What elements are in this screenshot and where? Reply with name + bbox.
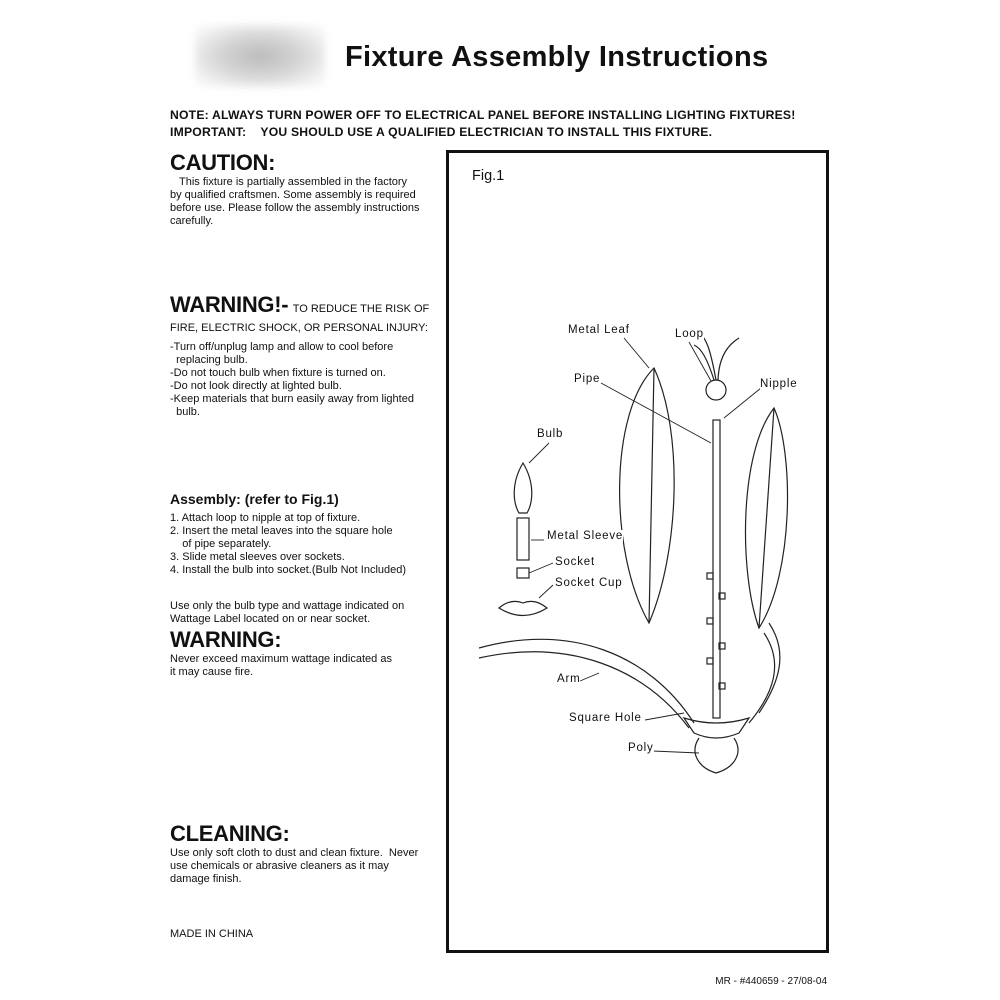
cleaning-section: CLEANING: Use only soft cloth to dust an… <box>170 821 442 886</box>
warning-section: WARNING!- TO REDUCE THE RISK OF FIRE, EL… <box>170 292 442 419</box>
label-pipe: Pipe <box>574 373 601 386</box>
warning-line: -Do not look directly at lighted bulb. <box>170 380 342 392</box>
right-leaf-drawing <box>744 406 789 630</box>
caution-section: CAUTION: This fixture is partially assem… <box>170 150 442 228</box>
left-leaf-drawing <box>619 366 675 625</box>
warning-line: bulb. <box>170 406 200 418</box>
caution-line: This fixture is partially assembled in t… <box>179 176 408 188</box>
label-loop: Loop <box>675 328 704 341</box>
warning-line: replacing bulb. <box>170 354 248 366</box>
warning-line: -Keep materials that burn easily away fr… <box>170 393 414 405</box>
warning2-line: Never exceed maximum wattage indicated a… <box>170 653 392 665</box>
warning2-heading: WARNING: <box>170 627 282 652</box>
cleaning-line: damage finish. <box>170 873 242 885</box>
electrician-note: IMPORTANT: YOU SHOULD USE A QUALIFIED EL… <box>170 125 713 139</box>
warning-subheading: FIRE, ELECTRIC SHOCK, OR PERSONAL INJURY… <box>170 322 428 334</box>
bulb-socket-drawing <box>497 461 549 617</box>
caution-line: before use. Please follow the assembly i… <box>170 202 420 214</box>
label-nipple: Nipple <box>760 378 798 391</box>
assembly-step: 4. Install the bulb into socket.(Bulb No… <box>170 564 407 576</box>
caution-line: carefully. <box>170 215 214 227</box>
warning-line: -Do not touch bulb when fixture is turne… <box>170 367 386 379</box>
figure-box: Fig.1 Metal Leaf Loop Pipe Nipple Bulb M… <box>446 150 829 953</box>
cleaning-line: use chemicals or abrasive cleaners as it… <box>170 860 389 872</box>
warning-subheading: TO REDUCE THE RISK OF <box>292 303 430 315</box>
assembly-section: Assembly: (refer to Fig.1) 1. Attach loo… <box>170 491 442 679</box>
fixture-diagram <box>478 332 789 774</box>
made-in-label: MADE IN CHINA <box>170 928 254 940</box>
power-off-note: NOTE: ALWAYS TURN POWER OFF TO ELECTRICA… <box>170 108 796 122</box>
warning-line: -Turn off/unplug lamp and allow to cool … <box>170 341 394 353</box>
label-arm: Arm <box>557 673 581 686</box>
brand-logo-blurred <box>195 25 325 87</box>
label-socket-cup: Socket Cup <box>555 577 623 590</box>
warning2-line: it may cause fire. <box>170 666 254 678</box>
assembly-step: 2. Insert the metal leaves into the squa… <box>170 525 393 537</box>
label-bulb: Bulb <box>537 428 564 441</box>
left-column: CAUTION: This fixture is partially assem… <box>170 150 442 941</box>
assembly-step: 1. Attach loop to nipple at top of fixtu… <box>170 512 361 524</box>
cleaning-heading: CLEANING: <box>170 821 290 846</box>
assembly-heading: Assembly: (refer to Fig.1) <box>170 491 339 507</box>
wattage-note: Use only the bulb type and wattage indic… <box>170 600 405 612</box>
label-square-hole: Square Hole <box>569 712 642 725</box>
warning-heading: WARNING!- <box>170 292 289 317</box>
label-socket: Socket <box>555 556 595 569</box>
caution-heading: CAUTION: <box>170 150 276 175</box>
label-poly: Poly <box>628 742 654 755</box>
wattage-note: Wattage Label located on or near socket. <box>170 613 371 625</box>
label-metal-leaf: Metal Leaf <box>568 324 630 337</box>
figure-caption: Fig.1 <box>472 168 505 185</box>
assembly-step: of pipe separately. <box>170 538 272 550</box>
leader-lines <box>528 337 762 754</box>
arms-drawing <box>478 622 781 774</box>
document-code: MR - #440659 - 27/08-04 <box>715 976 827 987</box>
cleaning-line: Use only soft cloth to dust and clean fi… <box>170 847 419 859</box>
assembly-step: 3. Slide metal sleeves over sockets. <box>170 551 345 563</box>
pipe-drawing <box>693 332 740 719</box>
label-metal-sleeve: Metal Sleeve <box>547 530 624 543</box>
page-title: Fixture Assembly Instructions <box>345 41 769 73</box>
caution-line: by qualified craftsmen. Some assembly is… <box>170 189 416 201</box>
